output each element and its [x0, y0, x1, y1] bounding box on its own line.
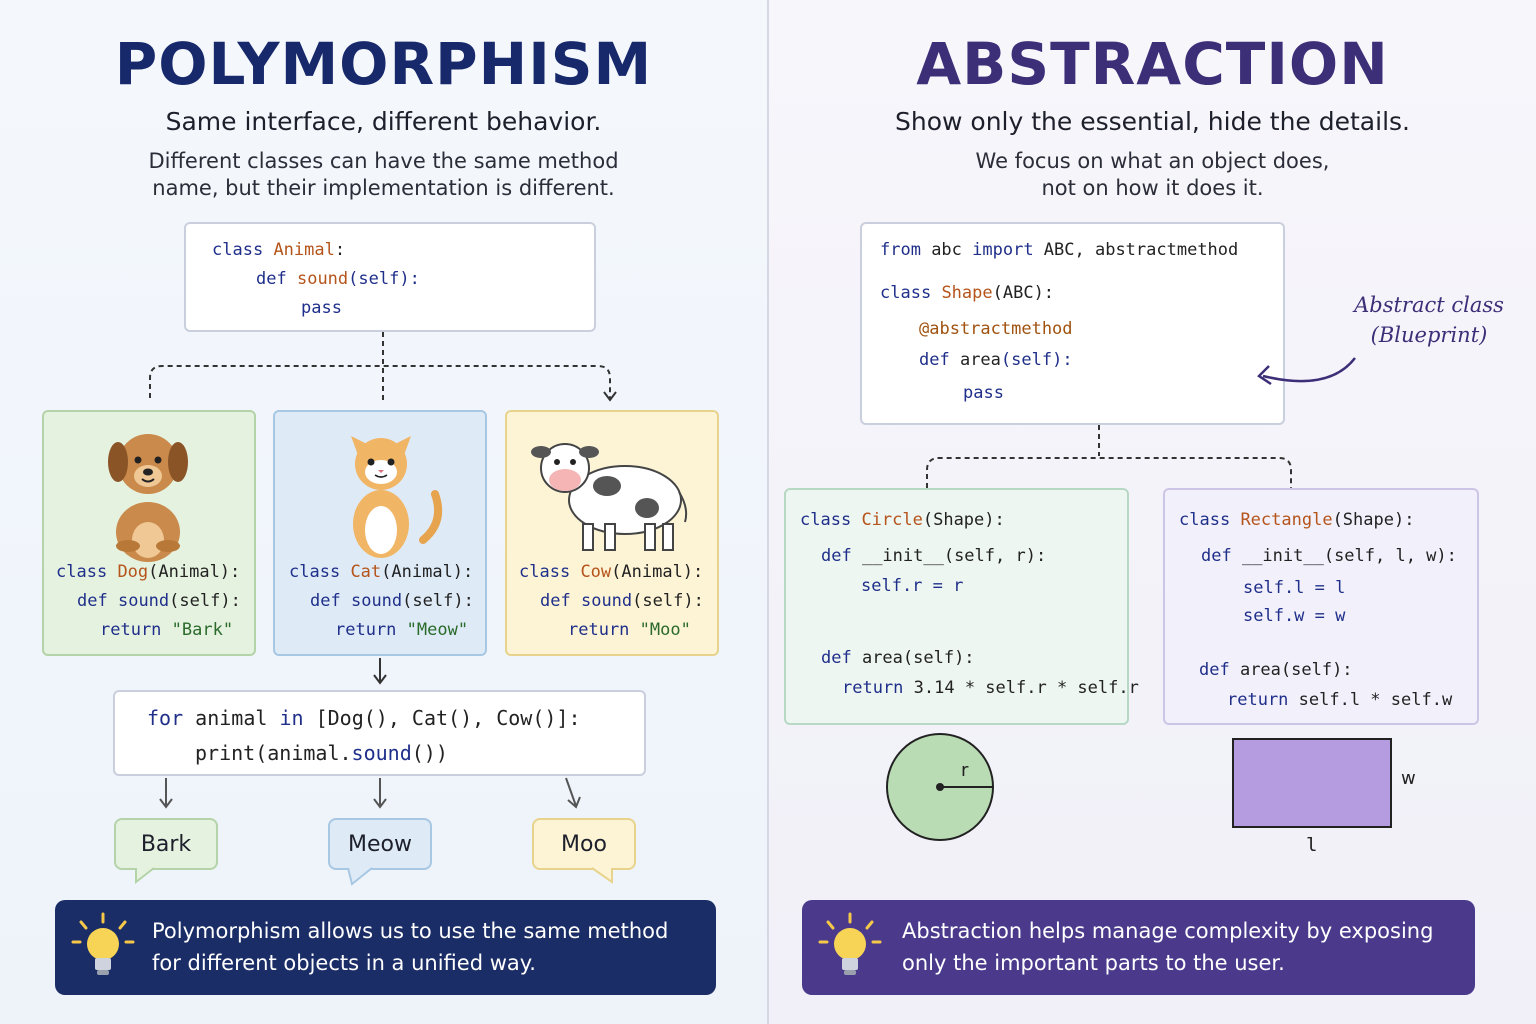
code-line: pass [963, 383, 1004, 403]
dog-class-card: class Dog(Animal): def sound(self): retu… [42, 410, 256, 656]
code-line: def area(self): [821, 648, 975, 668]
cow-class-card: class Cow(Animal): def sound(self): retu… [505, 410, 719, 656]
polymorphism-subtitle: Same interface, different behavior. [165, 107, 602, 136]
code-line: self.w = w [1243, 606, 1346, 626]
abstraction-panel: ABSTRACTION Show only the essential, hid… [769, 0, 1536, 1024]
code-line: self.l = l [1243, 578, 1346, 598]
inheritance-connectors [149, 332, 617, 809]
code-line: from abc import ABC, abstractmethod [880, 240, 1239, 260]
cat-class-card: class Cat(Animal): def sound(self): retu… [273, 410, 487, 656]
lightbulb-icon [71, 912, 135, 975]
shape-abstract-class-card: from abc import ABC, abstractmethod clas… [860, 222, 1285, 425]
code-line: def sound(self): [256, 269, 420, 289]
panel-divider [767, 0, 769, 1024]
polymorphism-description: Different classes can have the same meth… [148, 149, 619, 200]
length-label: l [1306, 834, 1318, 856]
rectangle-class-card: class Rectangle(Shape): def __init__(sel… [1163, 488, 1479, 725]
code-line: pass [301, 298, 342, 318]
code-line: class Shape(ABC): [880, 283, 1055, 303]
code-line: def sound(self): [310, 591, 474, 611]
code-line: def __init__(self, l, w): [1201, 546, 1457, 566]
code-line: return 3.14 * self.r * self.r [842, 678, 1139, 698]
polymorphism-summary-text: Polymorphism allows us to use the same m… [152, 919, 669, 975]
rectangle-shape [1232, 738, 1392, 828]
code-line: return "Moo" [568, 620, 691, 640]
polymorphism-panel: POLYMORPHISM Same interface, different b… [0, 0, 767, 1024]
code-line: print(animal.sound()) [195, 741, 448, 765]
loop-code-card: for animal in [Dog(), Cat(), Cow()]: pri… [113, 690, 646, 776]
abstraction-description: We focus on what an object does, not on … [975, 149, 1330, 200]
code-line: return "Bark" [100, 620, 234, 640]
shape-illustrations [886, 733, 1392, 841]
code-line: return self.l * self.w [1227, 690, 1453, 710]
lightbulb-icon [818, 912, 882, 975]
output-bubble-moo: Moo [532, 818, 636, 870]
code-line: for animal in [Dog(), Cat(), Cow()]: [147, 706, 581, 730]
code-line: class Rectangle(Shape): [1179, 510, 1415, 530]
code-line: def __init__(self, r): [821, 546, 1047, 566]
code-line: def area(self): [919, 350, 1073, 370]
code-line: class Cow(Animal): [519, 562, 704, 582]
cat-icon [351, 436, 442, 558]
code-line: def sound(self): [540, 591, 704, 611]
circle-class-card: class Circle(Shape): def __init__(self, … [784, 488, 1139, 725]
dog-icon [108, 434, 188, 562]
code-line: class Animal: [212, 240, 346, 260]
code-line: self.r = r [861, 576, 964, 596]
output-bubble-bark: Bark [114, 818, 218, 870]
abstraction-title: ABSTRACTION [916, 30, 1389, 98]
abstraction-connectors [926, 357, 1356, 488]
output-bubble-meow: Meow [328, 818, 432, 870]
bubble-tails [135, 867, 613, 886]
code-line: return "Meow" [335, 620, 469, 640]
animal-base-class-card: class Animal: def sound(self): pass [184, 222, 596, 332]
polymorphism-title: POLYMORPHISM [114, 30, 653, 98]
code-line: @abstractmethod [919, 319, 1073, 339]
code-line: def sound(self): [77, 591, 241, 611]
abstraction-subtitle: Show only the essential, hide the detail… [895, 107, 1410, 136]
width-label: w [1401, 768, 1416, 789]
cow-icon [531, 443, 688, 551]
radius-label: r [961, 760, 969, 781]
polymorphism-summary-banner: Polymorphism allows us to use the same m… [55, 900, 716, 995]
abstract-class-annotation: Abstract class (Blueprint) [1354, 293, 1504, 347]
code-line: class Cat(Animal): [289, 562, 474, 582]
code-line: class Dog(Animal): [56, 562, 241, 582]
code-line: def area(self): [1199, 660, 1353, 680]
abstraction-summary-text: Abstraction helps manage complexity by e… [902, 919, 1434, 975]
code-line: class Circle(Shape): [800, 510, 1005, 530]
abstraction-summary-banner: Abstraction helps manage complexity by e… [802, 900, 1475, 995]
